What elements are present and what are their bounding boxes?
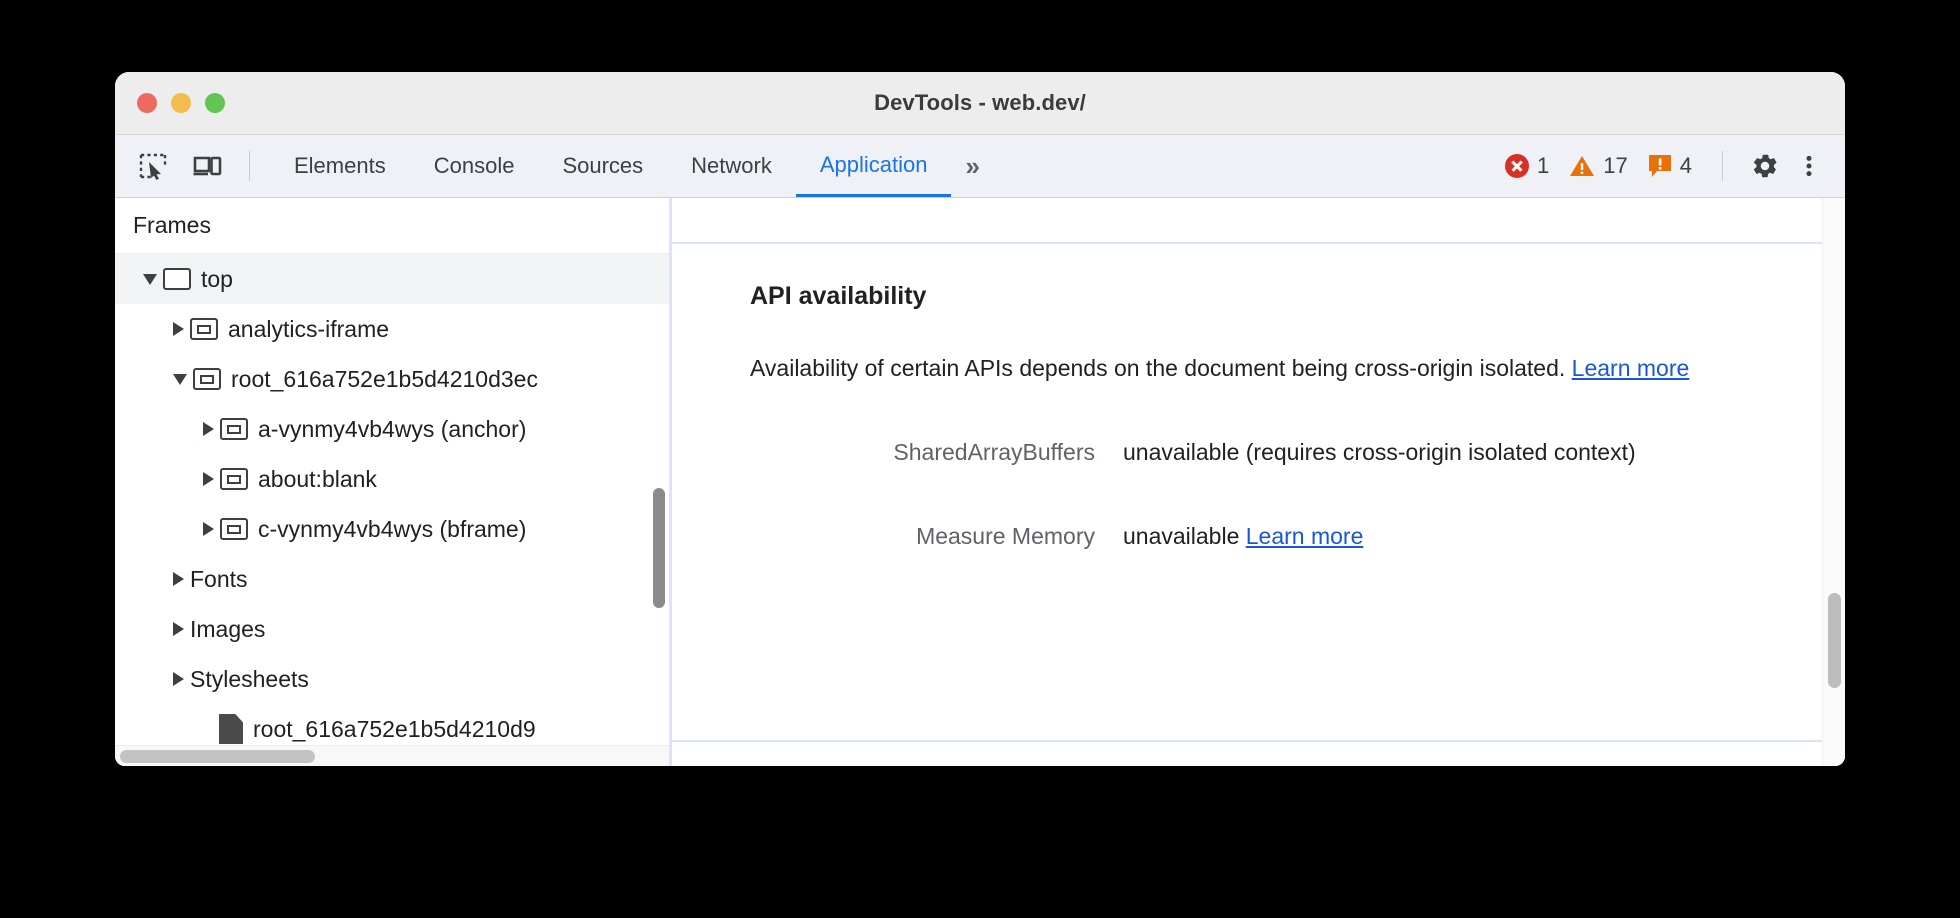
chevron-down-icon[interactable] (173, 373, 187, 385)
tree-item-fonts[interactable]: Fonts (115, 554, 669, 604)
document-icon (219, 714, 243, 744)
chevron-right-icon[interactable] (203, 522, 214, 536)
row-shared-array-buffers: SharedArrayBuffers unavailable (requires… (750, 417, 1845, 487)
chevron-right-icon[interactable] (173, 572, 184, 586)
row-value-text: unavailable (1123, 523, 1246, 549)
row-value: unavailable Learn more (1123, 501, 1363, 571)
tree-item-document[interactable]: root_616a752e1b5d4210d9 (115, 704, 669, 754)
tree-item-bframe[interactable]: c-vynmy4vb4wys (bframe) (115, 504, 669, 554)
tree-item-anchor-frame[interactable]: a-vynmy4vb4wys (anchor) (115, 404, 669, 454)
device-toolbar-icon[interactable] (185, 144, 229, 188)
sidebar-horizontal-scrollbar-thumb[interactable] (120, 750, 315, 763)
application-main-panel: API availability Availability of certain… (670, 198, 1845, 766)
tab-application[interactable]: Application (795, 135, 952, 197)
warning-icon (1569, 154, 1595, 178)
panel-tabs: Elements Console Sources Network Applica… (270, 135, 994, 197)
frames-sidebar: Frames top analytics-iframe root_616a752… (115, 198, 670, 766)
chevron-right-icon[interactable] (173, 622, 184, 636)
more-vertical-icon[interactable] (1787, 144, 1831, 188)
tree-item-root-frame[interactable]: root_616a752e1b5d4210d3ec (115, 354, 669, 404)
window-title: DevTools - web.dev/ (874, 90, 1086, 115)
row-label: Measure Memory (916, 523, 1095, 549)
frame-icon (190, 318, 218, 340)
toolbar-divider-right (1722, 151, 1723, 181)
warning-count: 17 (1603, 153, 1628, 178)
devtools-window: DevTools - web.dev/ Elements Console Sou… (115, 72, 1845, 766)
tree-item-label: Stylesheets (190, 665, 309, 692)
tree-item-about-blank[interactable]: about:blank (115, 454, 669, 504)
tree-item-label: c-vynmy4vb4wys (bframe) (258, 515, 527, 542)
tab-sources[interactable]: Sources (562, 153, 644, 178)
chevron-right-icon[interactable] (173, 672, 184, 686)
maximize-window-button[interactable] (205, 93, 225, 113)
row-label: SharedArrayBuffers (893, 439, 1095, 465)
main-vertical-scrollbar-track[interactable] (1822, 198, 1845, 766)
issues-count: 4 (1679, 153, 1692, 178)
page-title: API availability (750, 282, 927, 310)
toolbar-divider (249, 151, 250, 181)
chevron-down-icon[interactable] (143, 273, 157, 285)
tree-item-images[interactable]: Images (115, 604, 669, 654)
api-availability-description: Availability of certain APIs depends on … (750, 333, 1715, 403)
api-availability-section: API availability Availability of certain… (672, 282, 1845, 571)
learn-more-link-measure-memory[interactable]: Learn more (1245, 523, 1364, 549)
frames-header: Frames (115, 198, 669, 254)
window-title-bar: DevTools - web.dev/ (115, 72, 1845, 135)
chevron-right-icon[interactable] (203, 472, 214, 486)
frame-icon (220, 418, 248, 440)
devtools-body: Frames top analytics-iframe root_616a752… (115, 198, 1845, 766)
section-divider-top (672, 242, 1845, 244)
row-measure-memory: Measure Memory unavailable Learn more (750, 501, 1845, 571)
tab-console[interactable]: Console (433, 153, 515, 178)
error-count-badge[interactable]: 1 (1495, 153, 1559, 179)
gear-icon[interactable] (1743, 144, 1787, 188)
tree-item-label: Fonts (190, 565, 248, 592)
chevron-right-icon[interactable] (173, 322, 184, 336)
error-count: 1 (1537, 153, 1550, 178)
devtools-toolbar: Elements Console Sources Network Applica… (115, 135, 1845, 198)
traffic-light-buttons (137, 72, 225, 134)
tree-item-stylesheets[interactable]: Stylesheets (115, 654, 669, 704)
warning-count-badge[interactable]: 17 (1559, 153, 1637, 179)
tree-item-label: Images (190, 615, 266, 642)
row-value: unavailable (requires cross-origin isola… (1123, 439, 1636, 465)
more-tabs-chevron-icon[interactable]: » (965, 150, 980, 181)
section-divider-bottom (672, 740, 1823, 742)
tree-item-label: root_616a752e1b5d4210d3ec (231, 365, 538, 392)
tab-elements[interactable]: Elements (294, 153, 386, 178)
issues-count-badge[interactable]: 4 (1638, 153, 1702, 179)
tree-item-label: about:blank (258, 465, 377, 492)
learn-more-link-description[interactable]: Learn more (1571, 355, 1690, 381)
inspect-element-icon[interactable] (131, 144, 175, 188)
close-window-button[interactable] (137, 93, 157, 113)
frame-icon (220, 468, 248, 490)
sidebar-horizontal-scrollbar-track[interactable] (115, 745, 669, 766)
issues-icon (1648, 154, 1672, 178)
error-icon (1505, 154, 1530, 178)
minimize-window-button[interactable] (171, 93, 191, 113)
previous-section-partial (672, 198, 1845, 242)
tab-network[interactable]: Network (691, 153, 772, 178)
description-text: Availability of certain APIs depends on … (750, 355, 1572, 381)
tree-item-label: top (201, 265, 233, 292)
tree-item-label: analytics-iframe (228, 315, 390, 342)
chevron-right-icon[interactable] (203, 422, 214, 436)
tree-item-analytics-iframe[interactable]: analytics-iframe (115, 304, 669, 354)
tree-item-top[interactable]: top (115, 254, 669, 304)
frame-icon (193, 368, 221, 390)
frame-top-icon (163, 268, 191, 290)
toolbar-right-group: 1 17 (1495, 135, 1831, 197)
tree-item-label: a-vynmy4vb4wys (anchor) (258, 415, 527, 442)
tree-item-label: root_616a752e1b5d4210d9 (253, 715, 536, 742)
frame-icon (220, 518, 248, 540)
sidebar-vertical-scrollbar[interactable] (653, 488, 665, 608)
main-vertical-scrollbar-thumb[interactable] (1828, 593, 1841, 688)
